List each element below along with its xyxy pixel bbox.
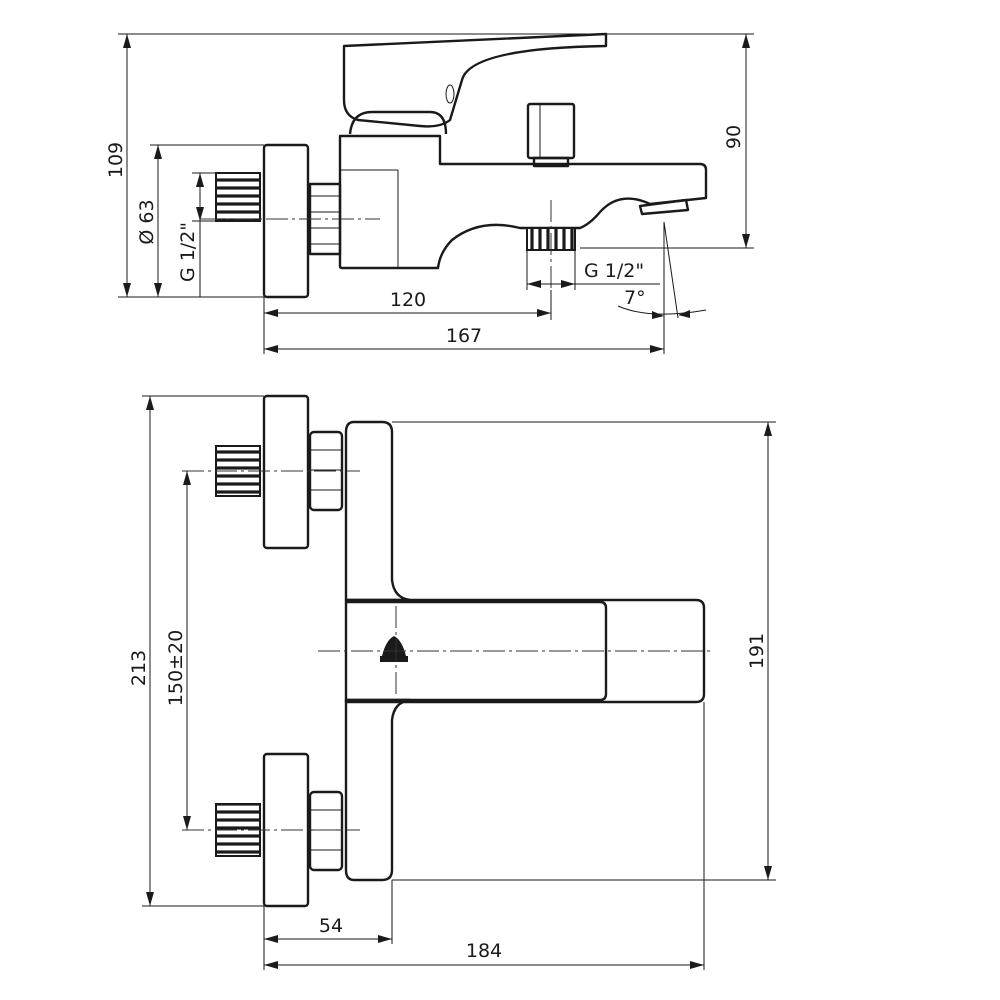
dim-total-length: 184 (264, 702, 705, 970)
mixer-body (338, 134, 708, 270)
dim-54-label: 54 (319, 915, 343, 937)
dim-angle: 7° (617, 221, 707, 320)
lever-handle (342, 32, 608, 128)
side-view: 109 Ø 63 G 1/2" 90 (105, 32, 754, 354)
dim-wall-to-body: 54 (263, 880, 393, 970)
dim-184-label: 184 (466, 940, 502, 962)
dim-191-label: 191 (746, 633, 768, 669)
diverter-knob (526, 102, 576, 168)
dim-diameter: Ø 63 (136, 144, 264, 297)
dim-outlet-thread-label: G 1/2" (584, 260, 644, 282)
spout-top (344, 598, 706, 704)
dim-150-label: 150±20 (165, 630, 187, 706)
dim-outlet-thread: G 1/2" (526, 250, 660, 290)
dim-213-label: 213 (128, 650, 150, 686)
dim-167-label: 167 (446, 325, 482, 347)
top-view: 213 150±20 191 54 (128, 394, 776, 970)
dim-total-height: 109 (105, 33, 604, 298)
dim-90-label: 90 (723, 125, 745, 149)
dim-inlet-spacing: 150±20 (165, 471, 191, 830)
lower-nut (308, 790, 344, 872)
dim-inlet-thread: G 1/2" (177, 172, 216, 297)
dim-outlet-distance: 120 (263, 289, 552, 354)
dim-angle-label: 7° (624, 287, 646, 309)
mixer-body-top (344, 420, 412, 602)
dim-inlet-thread-label: G 1/2" (177, 222, 199, 282)
dim-120-label: 120 (390, 289, 426, 311)
dim-109-label: 109 (105, 142, 127, 178)
lever-top (346, 600, 608, 702)
spout-aerator (638, 198, 690, 216)
inlet-thread (215, 172, 261, 222)
dim-total-width: 213 (128, 395, 264, 907)
brand-logo-icon (380, 636, 408, 662)
wall-flange (262, 143, 310, 299)
dim-diameter-label: Ø 63 (136, 199, 158, 244)
dim-total-depth: 167 (264, 320, 665, 354)
dim-spout-height: 90 (580, 33, 754, 249)
upper-flange (262, 394, 310, 550)
dim-body-width: 191 (392, 421, 776, 881)
